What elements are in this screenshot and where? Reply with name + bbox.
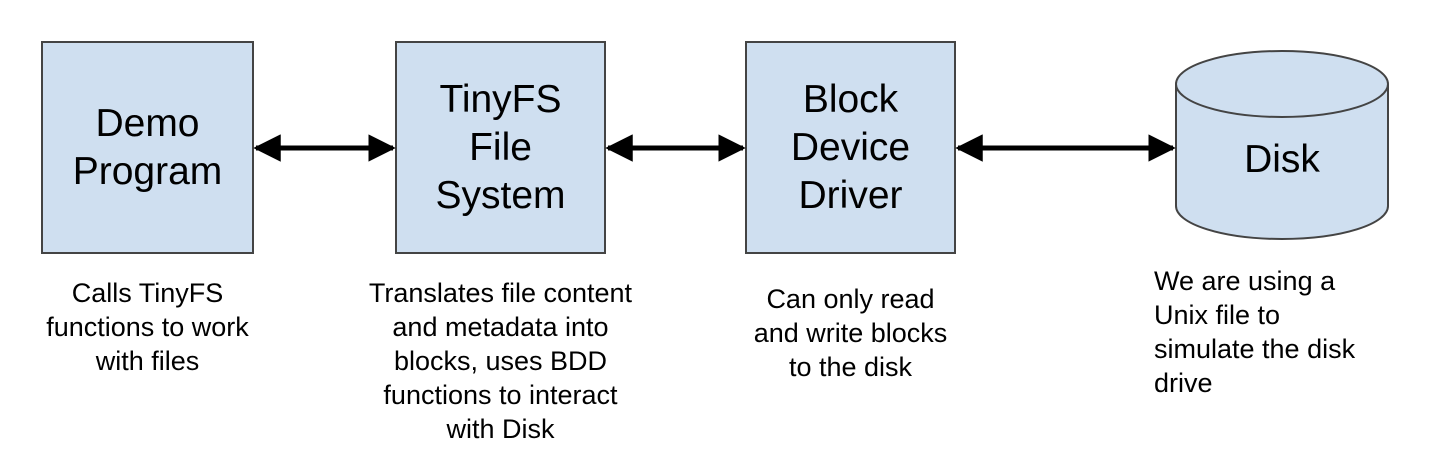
demo-program-caption: Calls TinyFS functions to work with file… — [46, 278, 249, 376]
block-device-driver-label: Block Device Driver — [790, 77, 911, 217]
disk-caption: We are using a Unix file to simulate the… — [1154, 266, 1356, 398]
disk-label: Disk — [1244, 138, 1320, 181]
tinyfs-label: TinyFS File System — [435, 77, 566, 217]
disk-cylinder — [1175, 50, 1389, 240]
demo-program-label: Demo Program — [72, 101, 223, 193]
tinyfs-box — [395, 41, 606, 254]
block-device-driver-box — [745, 41, 956, 254]
block-device-driver-caption: Can only read and write blocks to the di… — [753, 284, 948, 382]
demo-program-box — [41, 41, 254, 254]
tinyfs-caption: Translates file content and metadata int… — [368, 278, 633, 444]
